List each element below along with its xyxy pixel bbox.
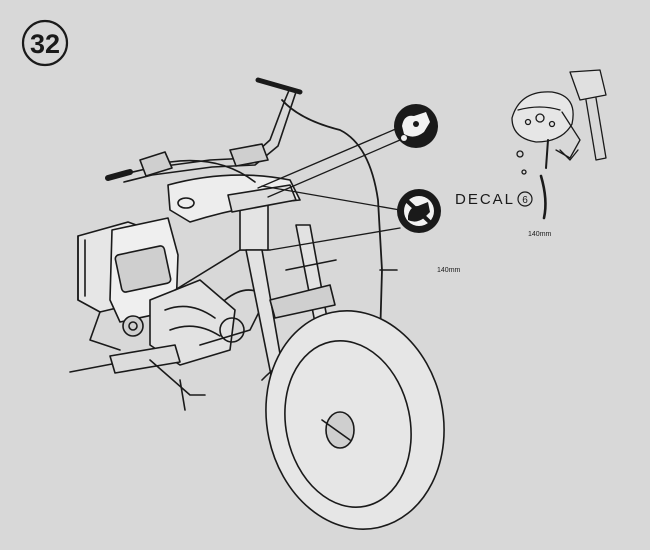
step-number-badge: 32 xyxy=(21,19,69,67)
svg-text:140mm: 140mm xyxy=(437,267,461,274)
leader-line-prohibited xyxy=(261,185,401,211)
cable-routing-allowed-icon xyxy=(394,104,438,148)
inset-cable-measure-unit: mm xyxy=(540,231,552,238)
decal-callout: DECAL 6 xyxy=(455,191,533,208)
inset-cable-measure-value: 140 xyxy=(528,231,540,238)
main-cable-measure-unit: mm xyxy=(449,267,461,274)
decal-label: DECAL xyxy=(455,191,515,208)
main-cable-measurement: 140mm xyxy=(437,267,461,274)
motorcycle-front-view xyxy=(69,77,445,530)
leader-line-allowed xyxy=(257,127,399,189)
step-number: 32 xyxy=(30,29,60,59)
inset-detail-drawing xyxy=(511,69,607,220)
headlight-housing xyxy=(109,217,179,337)
steering-head xyxy=(227,184,297,251)
front-wheel xyxy=(265,310,445,530)
main-cable-measure-value: 140 xyxy=(437,267,449,274)
footrest xyxy=(69,344,206,411)
cable-routing-prohibited-icon xyxy=(397,189,441,233)
decal-number: 6 xyxy=(522,195,528,206)
inset-cable xyxy=(539,174,547,220)
handlebars xyxy=(105,77,303,183)
frame-and-engine xyxy=(149,249,271,366)
rear-frame-line xyxy=(89,311,121,351)
svg-text:140mm: 140mm xyxy=(528,231,552,238)
decal-number-circle xyxy=(517,191,533,207)
control-cables xyxy=(169,99,398,341)
inset-cable-measurement: 140mm xyxy=(528,231,552,238)
